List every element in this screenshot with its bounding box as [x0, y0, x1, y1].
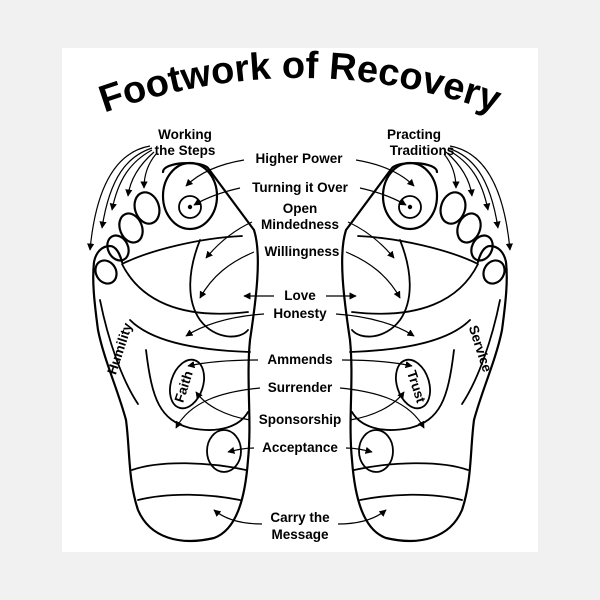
left-toe-dot — [187, 204, 193, 210]
label-working-line2: the Steps — [155, 143, 216, 158]
label-love: Love — [284, 288, 316, 303]
left-zone-waist — [145, 349, 249, 431]
label-working-line1: Working — [158, 127, 212, 142]
right-toe-big — [381, 161, 439, 231]
label-carry-line2: Message — [271, 527, 329, 542]
right-service-strip — [461, 299, 501, 405]
left-toe-3 — [118, 212, 144, 244]
label-willingness: Willingness — [265, 244, 340, 259]
left-toe-big — [161, 161, 219, 231]
left-foot-outline — [92, 162, 259, 542]
label-sponsorship: Sponsorship — [259, 412, 342, 427]
left-toe-pad — [178, 195, 202, 219]
right-toe-4 — [470, 234, 494, 262]
right-toe-2 — [439, 191, 467, 225]
label-open-line2: Mindedness — [261, 217, 339, 232]
label-ammends: Ammends — [267, 352, 332, 367]
left-acceptance-oval — [206, 429, 242, 473]
right-trust-oval — [395, 358, 431, 410]
left-toe-5 — [94, 259, 118, 285]
label-acceptance: Acceptance — [262, 440, 338, 455]
right-zone-mid — [349, 319, 471, 353]
left-toe-4 — [106, 234, 130, 262]
right-zone-waist — [351, 349, 455, 431]
label-carry-line1: Carry the — [270, 510, 330, 525]
left-faith-oval — [169, 358, 205, 410]
label-open-line1: Open — [283, 201, 318, 216]
arrows — [87, 145, 513, 525]
label-higher-power: Higher Power — [255, 151, 343, 166]
right-toe-dot — [407, 204, 413, 210]
right-acceptance-oval — [358, 429, 394, 473]
right-toe-5 — [482, 259, 506, 285]
left-toe-2 — [133, 191, 161, 225]
right-foot-outline — [341, 162, 508, 542]
label-practing-line2: Traditions — [390, 143, 455, 158]
label-honesty: Honesty — [273, 306, 327, 321]
label-turning-it-over: Turning it Over — [252, 180, 348, 195]
left-humility-strip — [99, 299, 139, 405]
left-zone-arch — [189, 239, 249, 338]
left-zone-mid — [129, 319, 251, 353]
right-toe-3 — [456, 212, 482, 244]
label-practing-line1: Practing — [387, 127, 441, 142]
right-zone-arch — [351, 239, 411, 338]
right-toe-pad — [398, 195, 422, 219]
label-surrender: Surrender — [268, 380, 333, 395]
